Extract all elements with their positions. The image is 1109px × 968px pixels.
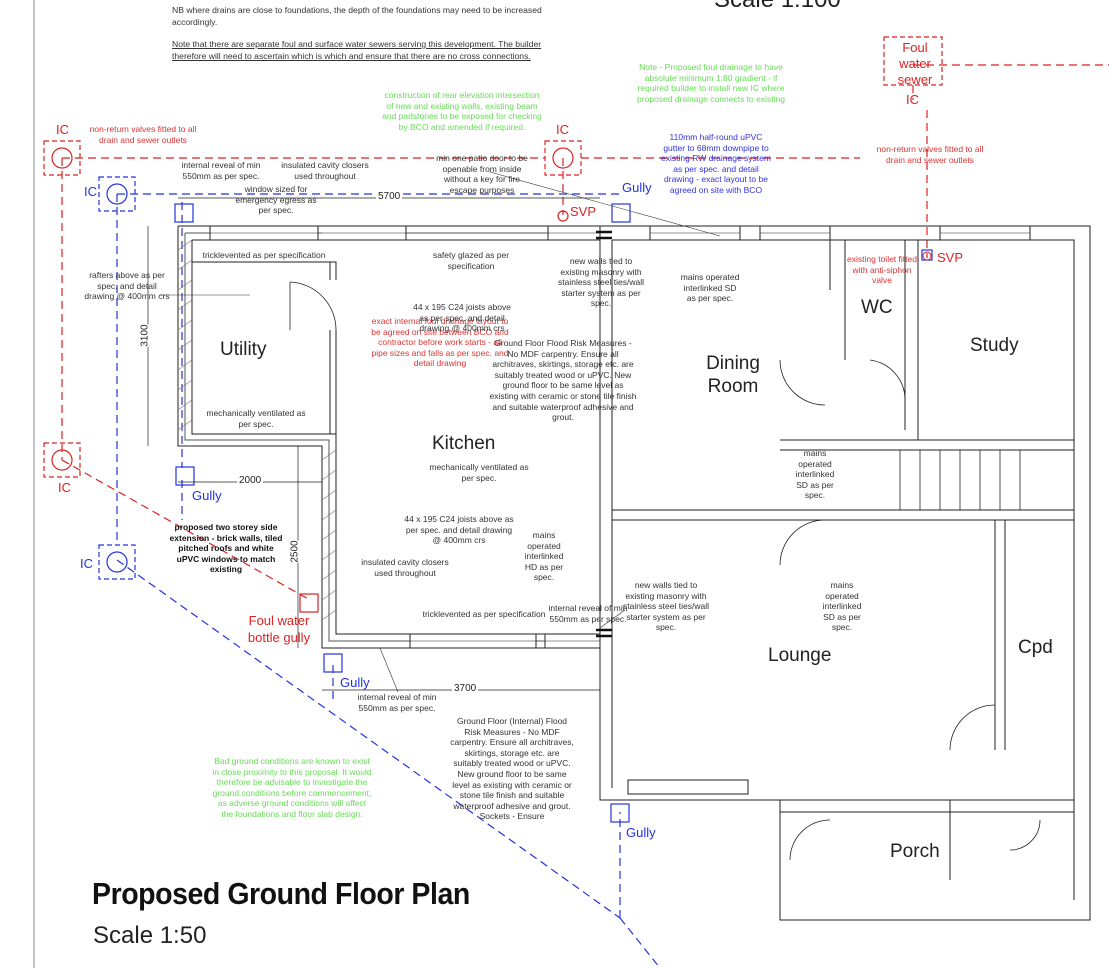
window-egress-note: window sized for emergency egress as per… — [235, 184, 317, 216]
proposed-extension-note: proposed two storey side extension - bri… — [169, 522, 283, 575]
surface-drainage-runs — [116, 193, 661, 968]
cavity-closers-bottom: insulated cavity closers used throughout — [361, 557, 449, 578]
room-wc: WC — [861, 297, 893, 318]
svp-label: SVP — [570, 204, 597, 219]
ic-chambers-surface — [98, 176, 136, 580]
foul-gradient-note: Note - Proposed foul drainage to have ab… — [637, 62, 785, 104]
mech-vent-utility-note: mechanically ventilated as per spec. — [206, 408, 306, 429]
room-cpd: Cpd — [1018, 637, 1053, 658]
plan-title: Proposed Ground Floor Plan — [92, 876, 470, 911]
stairs — [899, 450, 1021, 510]
room-porch: Porch — [890, 841, 940, 862]
dim-top-width: 5700 — [376, 191, 403, 202]
mains-hd-note: mains operated interlinked HD as per spe… — [524, 530, 564, 583]
gully-label: Gully — [622, 180, 652, 195]
svp-label: SVP — [937, 250, 964, 265]
sewers-note: Note that there are separate foul and su… — [172, 39, 542, 62]
nonreturn-right-note: non-return valves fitted to all drain an… — [876, 144, 984, 165]
dim-utility-height: 3100 — [139, 324, 151, 347]
internal-foul-note: exact internal foul drainage layout to b… — [371, 316, 509, 369]
mains-sd-lounge-note: mains operated interlinked SD as per spe… — [822, 580, 862, 633]
foul-drainage-runs — [61, 64, 1109, 601]
wall-hatching — [177, 239, 337, 621]
mech-vent-kitchen-note: mechanically ventilated as per spec. — [429, 462, 529, 483]
ic-label: IC — [56, 122, 69, 137]
existing-toilet-note: existing toilet fitted with anti-siphon … — [847, 254, 917, 286]
trickle-bottom-note: tricklevented as per specification — [422, 609, 546, 619]
extension-walls — [177, 225, 600, 649]
room-kitchen: Kitchen — [432, 433, 496, 454]
new-walls-top-note: new walls tied to existing masonry with … — [558, 256, 644, 309]
room-utility: Utility — [220, 339, 267, 360]
foul-water-sewer-label: Foul water sewer — [897, 40, 933, 87]
leader-lines — [160, 171, 721, 693]
bottle-gully-label: Foul water bottle gully — [247, 613, 311, 645]
rafters-note: rafters above as per spec. and detail dr… — [84, 270, 170, 302]
ic-label: IC — [58, 480, 71, 495]
room-dining: Dining Room — [706, 353, 760, 397]
rear-elevation-note: construction of rear elevation intersect… — [382, 90, 542, 132]
mains-sd-hall-note: mains operated interlinked SD as per spe… — [795, 448, 835, 501]
ic-circles-foul — [51, 147, 574, 613]
flood-bottom-note: Ground Floor (Internal) Flood Risk Measu… — [450, 716, 574, 822]
room-study: Study — [970, 335, 1019, 356]
dim-kitchen-bottom: 3700 — [452, 683, 479, 694]
safety-glazed-note: safety glazed as per specification — [432, 250, 510, 271]
foundations-note: NB where drains are close to foundations… — [172, 5, 542, 28]
gully-label: Gully — [626, 825, 656, 840]
ic-label-surface: IC — [80, 556, 93, 571]
nonreturn-left-note: non-return valves fitted to all drain an… — [89, 124, 197, 145]
gutter-note: 110mm half-round uPVC gutter to 68mm dow… — [661, 132, 771, 195]
existing-house-walls — [599, 225, 1091, 921]
joists-top-note: 44 x 195 C24 joists above as per spec. a… — [413, 302, 511, 334]
ic-label-surface: IC — [84, 184, 97, 199]
window-mullions — [210, 232, 1030, 642]
internal-reveal-top: internal reveal of min 550mm as per spec… — [181, 160, 261, 181]
flood-top-note: Ground Floor Flood Risk Measures - No MD… — [489, 338, 637, 423]
gully-label: Gully — [340, 675, 370, 690]
plan-scale: Scale 1:50 — [93, 922, 207, 949]
top-scale-fragment: Scale 1:100 — [714, 0, 841, 14]
new-walls-bottom-note: new walls tied to existing masonry with … — [623, 580, 709, 633]
internal-reveal-right: internal reveal of min 550mm as per spec… — [548, 603, 628, 624]
ic-label: IC — [556, 122, 569, 137]
internal-reveal-bottom: internal reveal of min 550mm as per spec… — [357, 692, 437, 713]
room-lounge: Lounge — [768, 645, 832, 666]
door-swings — [289, 281, 1041, 861]
ground-conditions-note: Bad ground conditions are known to exist… — [212, 756, 372, 819]
mains-sd-dining-note: mains operated interlinked SD as per spe… — [680, 272, 740, 304]
trickle-top-note: tricklevented as per specification — [202, 250, 326, 260]
cavity-closers-top: insulated cavity closers used throughout — [281, 160, 369, 181]
joists-bottom-note: 44 x 195 C24 joists above as per spec. a… — [404, 514, 514, 546]
gullies — [106, 183, 933, 823]
wall-tie-markers — [596, 230, 612, 638]
dim-kitchen-side: 2500 — [289, 540, 301, 563]
patio-door-note: min one patio door to be openable from i… — [436, 153, 528, 195]
gully-label: Gully — [192, 488, 222, 503]
ic-label: IC — [906, 92, 919, 107]
dim-utility-bottom: 2000 — [237, 475, 264, 486]
ic-chambers-foul — [43, 36, 943, 478]
